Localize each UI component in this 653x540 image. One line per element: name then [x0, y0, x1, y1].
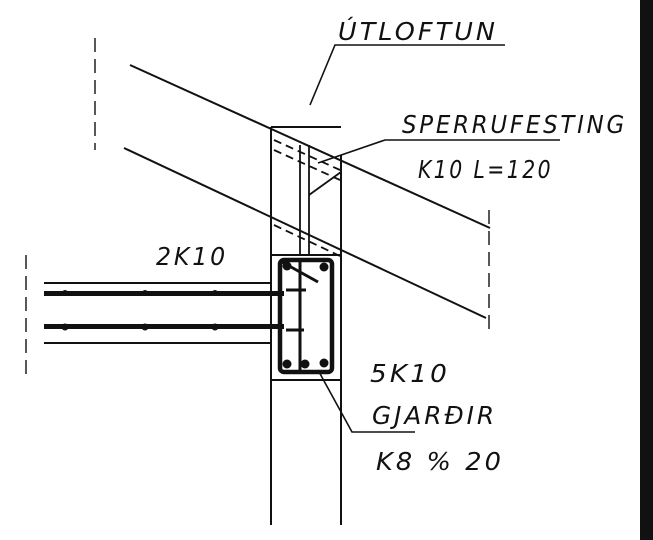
floor-slab: [44, 282, 271, 344]
beam-bars: [282, 261, 329, 369]
label-sperrufesting-spec: K10 L=120: [418, 155, 553, 184]
right-border: [640, 0, 653, 540]
slab-rebar: [44, 290, 284, 331]
label-sperrufesting: SPERRUFESTING: [402, 110, 627, 139]
label-gjardir-spec: K8 % 20: [376, 447, 504, 476]
rafter-seat: [273, 139, 342, 257]
label-beam-rebar: 5K10: [370, 359, 450, 388]
label-utloftun: ÚTLOFTUN: [338, 16, 498, 46]
label-slab-rebar: 2K10: [156, 242, 228, 271]
stirrup: [277, 257, 335, 375]
ring-beam-outline: [270, 254, 342, 381]
label-gjardir: GJARÐIR: [372, 401, 497, 430]
leader-lines: [309, 44, 560, 433]
axis-lines: [25, 38, 490, 380]
roof-rafters: [123, 64, 491, 319]
